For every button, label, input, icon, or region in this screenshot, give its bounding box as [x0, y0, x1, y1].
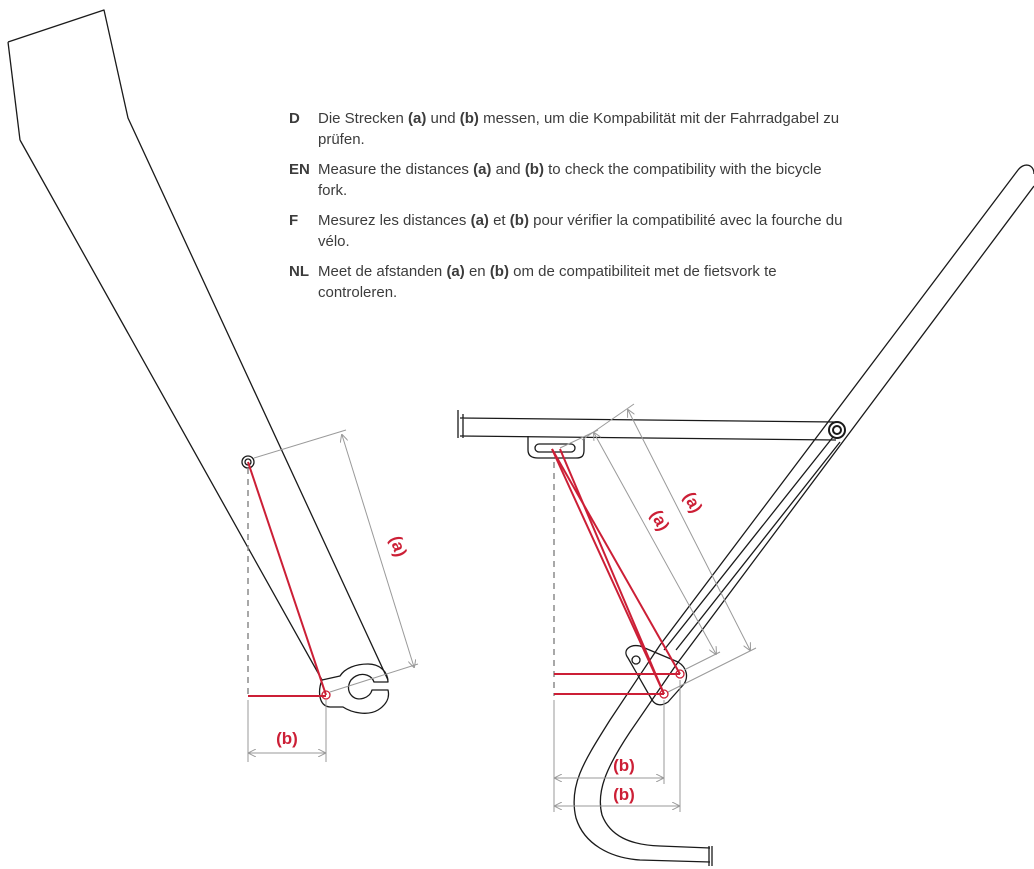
rack-strut	[663, 436, 834, 651]
lang-code: F	[289, 212, 299, 229]
rack-pivot-bolt-inner	[832, 425, 842, 435]
fork-end-cap	[708, 846, 713, 866]
right-ext-a-bottom-2	[667, 647, 757, 693]
rack-strut-2	[675, 441, 841, 651]
left-fork-dropout	[318, 663, 390, 714]
rack-pivot-bolt	[828, 421, 846, 439]
left-ext-a-top	[253, 429, 347, 459]
right-label-a1: (a)	[647, 507, 674, 534]
right-measure-a2-red	[551, 448, 665, 695]
instruction-de: D Die Strecken (a) und (b) messen, um di…	[289, 108, 849, 150]
instruction-fr: F Mesurez les distances (a) et (b) pour …	[289, 210, 849, 252]
left-label-b: (b)	[276, 729, 298, 748]
left-dimensions: (a) (b)	[247, 429, 419, 762]
fork-dropout-hole	[631, 655, 641, 665]
right-ext-a-top-2	[581, 403, 635, 441]
left-label-a: (a)	[386, 533, 410, 559]
right-dimensions: (a) (a) (b) (b)	[551, 403, 757, 812]
lang-code: D	[289, 110, 300, 127]
left-dimension-a	[342, 435, 414, 667]
instruction-text: Measure the distances (a) and (b) to che…	[318, 161, 822, 199]
right-label-b2: (b)	[613, 785, 635, 804]
right-label-b1: (b)	[613, 756, 635, 775]
instructions-block: D Die Strecken (a) und (b) messen, um di…	[289, 108, 849, 312]
instruction-en: EN Measure the distances (a) and (b) to …	[289, 159, 849, 201]
right-measure-a1-red	[551, 448, 681, 675]
left-ext-a-bottom	[329, 663, 419, 693]
lang-code: EN	[289, 161, 310, 178]
left-fork-leg-outline	[7, 9, 389, 681]
right-label-a2: (a)	[680, 489, 707, 516]
lang-code: NL	[289, 263, 309, 280]
instruction-nl: NL Meet de afstanden (a) en (b) om de co…	[289, 261, 849, 303]
instruction-text: Mesurez les distances (a) et (b) pour vé…	[318, 212, 843, 250]
left-measure-a-red	[247, 461, 327, 696]
right-ext-a-bottom-1	[683, 651, 721, 671]
right-measure-a3-red	[559, 448, 665, 695]
rack-mount-slot	[534, 443, 576, 453]
instruction-text: Meet de afstanden (a) en (b) om de compa…	[318, 263, 777, 301]
right-dimension-a2	[628, 410, 750, 650]
instruction-text: Die Strecken (a) und (b) messen, um die …	[318, 110, 840, 148]
right-dimension-a1	[594, 433, 716, 654]
rack-rail	[457, 410, 837, 441]
